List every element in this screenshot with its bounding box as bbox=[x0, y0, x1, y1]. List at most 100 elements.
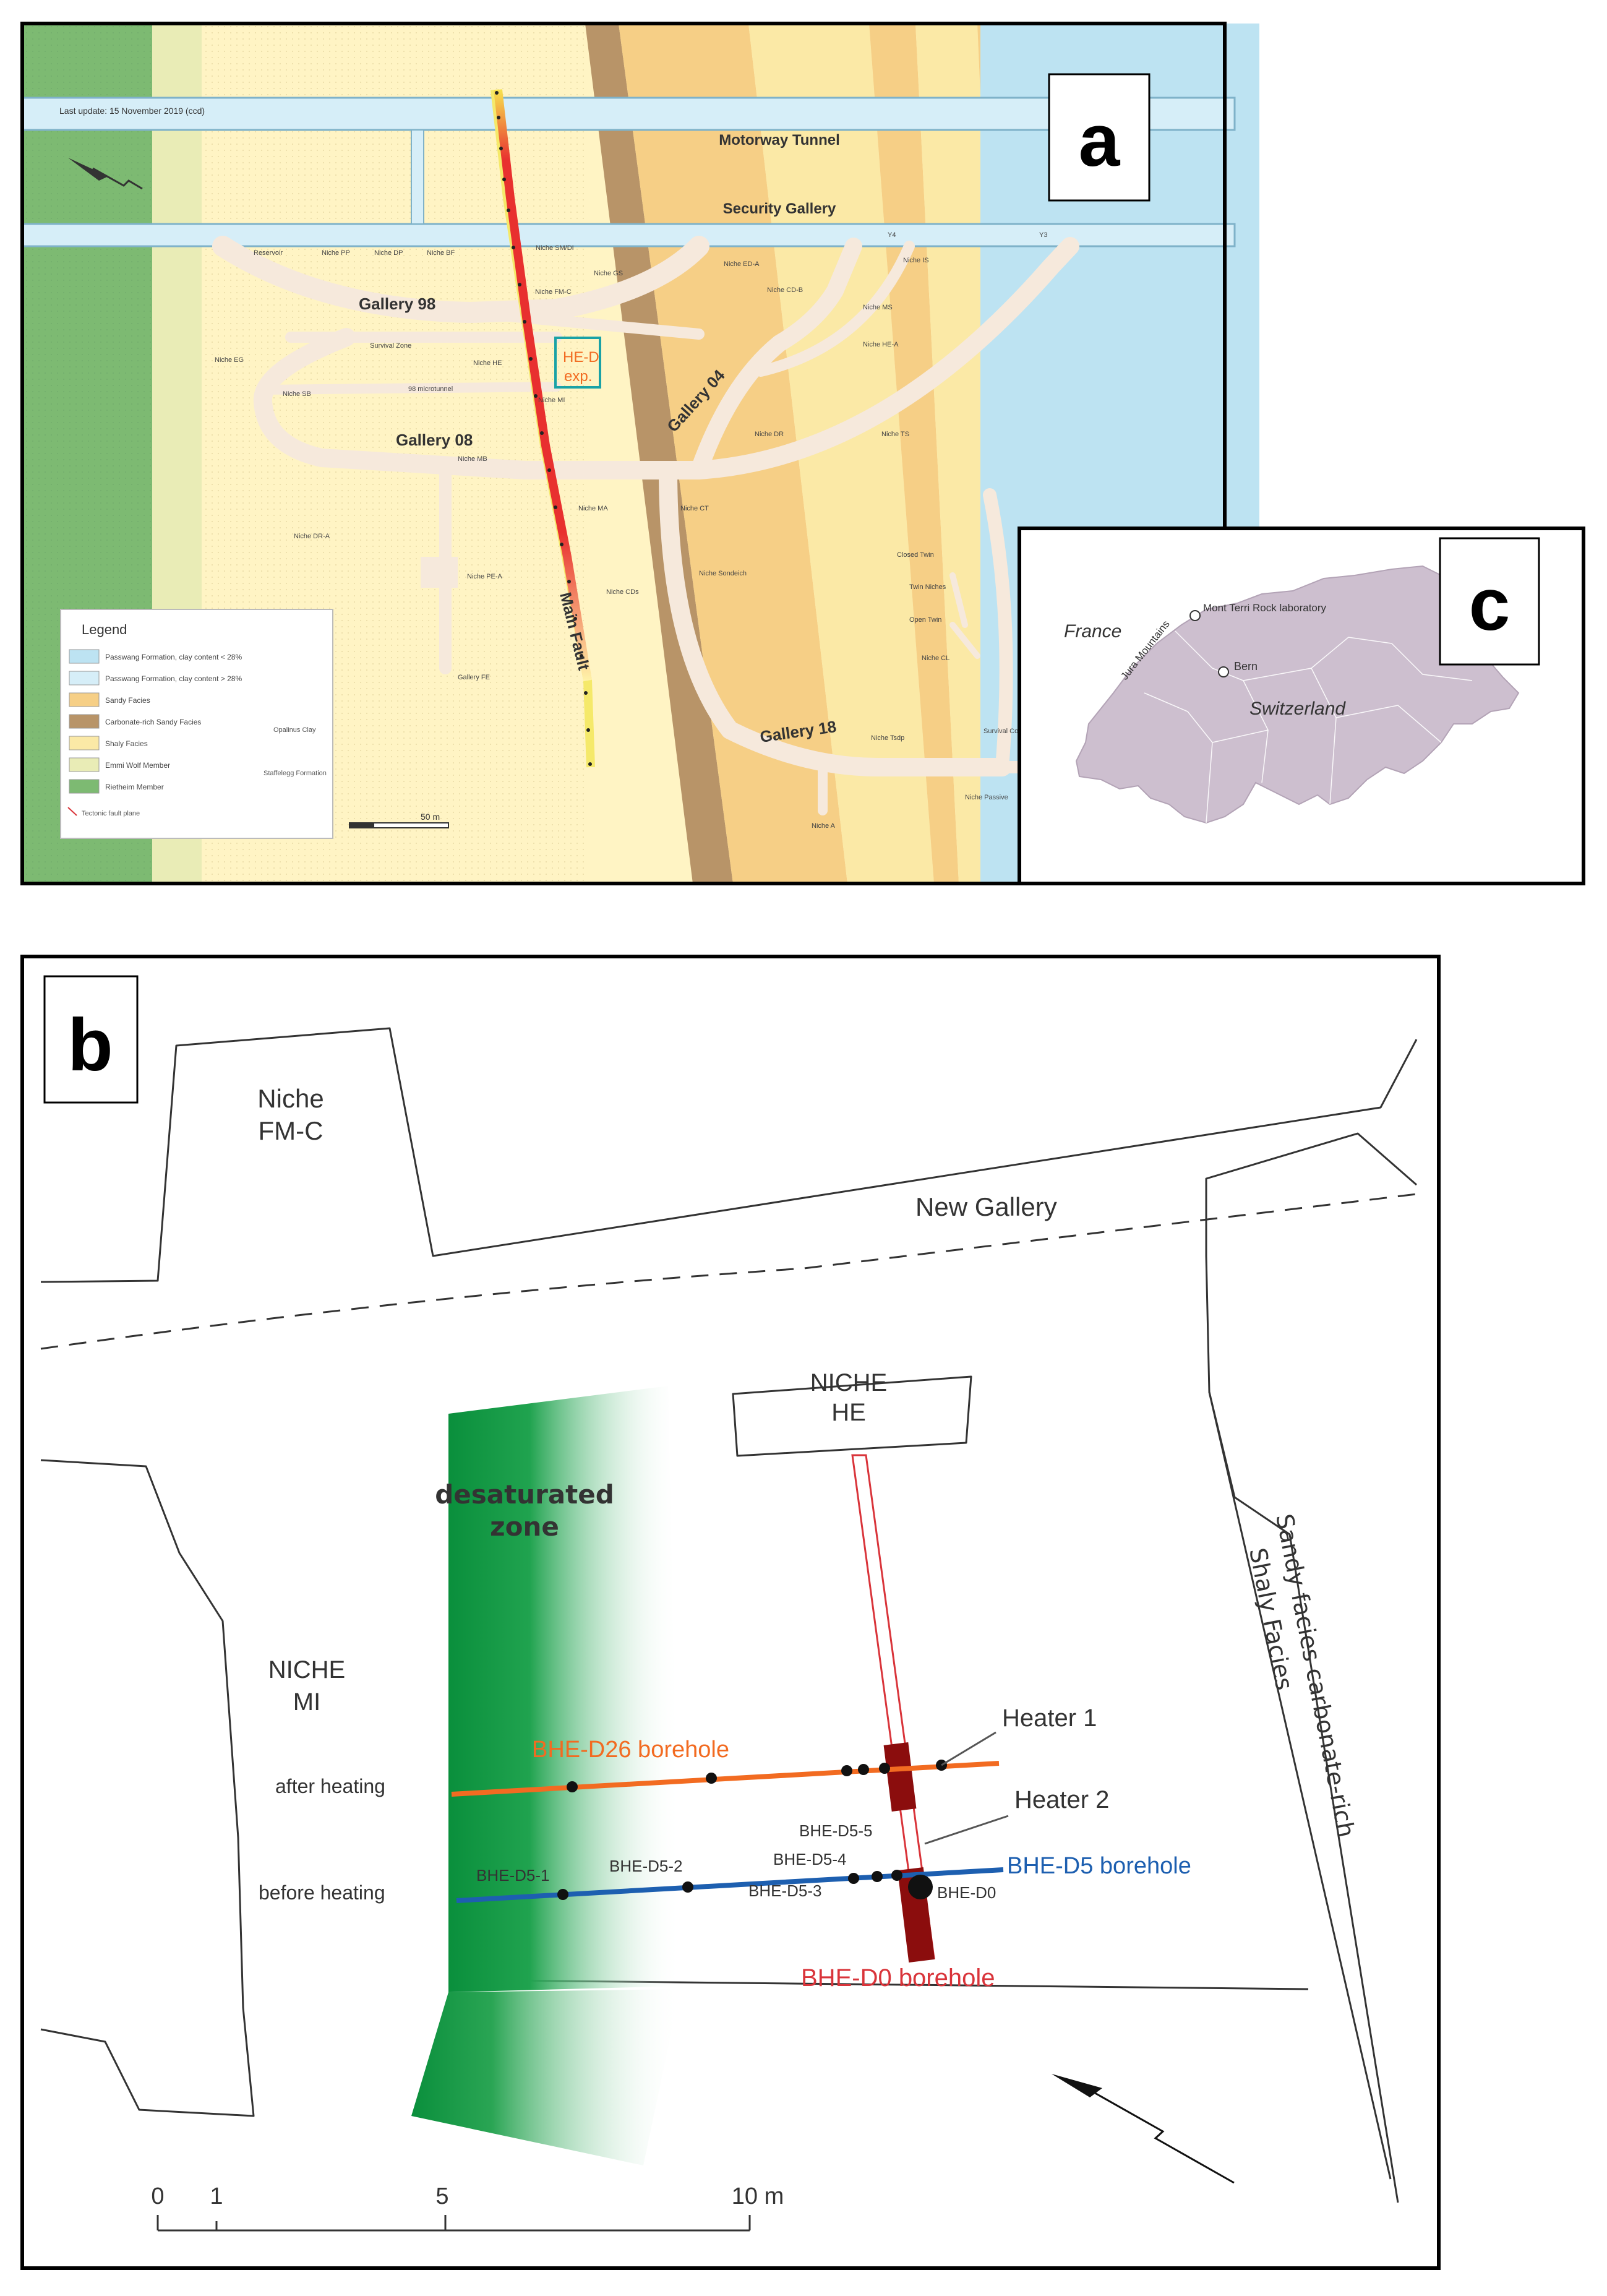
bhe-d5-3-label: BHE-D5-3 bbox=[748, 1881, 821, 1900]
legend-swatch-4 bbox=[69, 736, 100, 750]
desaturated-zone-lower bbox=[411, 1989, 680, 2165]
panel-b-frame bbox=[20, 955, 1441, 2270]
map-legend: Legend Passwang Formation, clay content … bbox=[60, 609, 333, 839]
svg-text:Niche IS: Niche IS bbox=[903, 257, 929, 264]
svg-text:Niche PE-A: Niche PE-A bbox=[467, 573, 503, 580]
svg-text:Niche PP: Niche PP bbox=[322, 249, 350, 257]
svg-text:Survival Zone: Survival Zone bbox=[370, 342, 411, 350]
svg-text:Niche BF: Niche BF bbox=[427, 249, 455, 257]
svg-text:Niche MI: Niche MI bbox=[538, 397, 565, 404]
svg-text:Niche CDs: Niche CDs bbox=[606, 588, 639, 596]
svg-text:Niche SM/DI: Niche SM/DI bbox=[536, 244, 574, 252]
gallery-network bbox=[212, 236, 1079, 815]
svg-text:Niche DP: Niche DP bbox=[374, 249, 403, 257]
north-arrow-b-icon bbox=[1052, 2074, 1235, 2184]
scale-label-a: 50 m bbox=[421, 812, 440, 822]
new-gallery-label: New Gallery bbox=[915, 1192, 1057, 1221]
heater-2-label: Heater 2 bbox=[1014, 1786, 1109, 1813]
niche-fmc-label-2: FM-C bbox=[259, 1116, 324, 1145]
main-fault bbox=[494, 89, 592, 682]
svg-text:Niche DR: Niche DR bbox=[755, 431, 784, 438]
legend-label-2: Sandy Facies bbox=[105, 696, 150, 705]
svg-text:Reservoir: Reservoir bbox=[254, 249, 283, 257]
bhe-d26-label: BHE-D26 borehole bbox=[532, 1737, 729, 1763]
niche-mi-label-1: NICHE bbox=[268, 1656, 345, 1683]
panel-b-letter-box bbox=[43, 975, 139, 1104]
svg-text:Closed Twin: Closed Twin bbox=[897, 551, 934, 559]
svg-text:Niche HE: Niche HE bbox=[473, 359, 502, 367]
legend-label-5: Emmi Wolf Member bbox=[105, 761, 170, 770]
legend-title: Legend bbox=[82, 622, 127, 637]
security-gallery bbox=[21, 223, 1236, 247]
svg-text:Niche HE-A: Niche HE-A bbox=[863, 341, 899, 348]
legend-fault-label: Tectonic fault plane bbox=[82, 810, 140, 817]
fault-ticks bbox=[495, 91, 592, 766]
legend-swatch-5 bbox=[69, 757, 100, 772]
panel-c-switzerland-map: Mont Terri Rock laboratory Bern France S… bbox=[1018, 527, 1585, 885]
he-d-label: HE-D bbox=[563, 349, 599, 366]
scale-tick-10: 10 m bbox=[732, 2183, 784, 2209]
desaturated-zone bbox=[448, 1386, 680, 1992]
svg-text:Niche EG: Niche EG bbox=[215, 356, 244, 364]
sensor-points bbox=[557, 1760, 947, 1900]
bhe-d5-2-label: BHE-D5-2 bbox=[609, 1857, 682, 1875]
north-arrow-a-icon bbox=[68, 158, 143, 190]
legend-label-4: Shaly Facies bbox=[105, 739, 148, 748]
panel-b-schematic: b bbox=[20, 955, 1441, 2270]
lab-label: Mont Terri Rock laboratory bbox=[1203, 602, 1327, 614]
svg-text:Niche MA: Niche MA bbox=[578, 505, 608, 512]
scale-tick-5: 5 bbox=[435, 2183, 448, 2209]
motorway-tunnel-label: Motorway Tunnel bbox=[719, 132, 840, 148]
niche-mi-label-2: MI bbox=[293, 1688, 320, 1716]
panel-a-letter: a bbox=[1079, 99, 1121, 182]
security-gallery-label: Security Gallery bbox=[723, 200, 836, 217]
svg-text:Twin Niches: Twin Niches bbox=[909, 583, 946, 591]
panel-c-letter-box bbox=[1439, 537, 1540, 666]
niche-he-label-1: NICHE bbox=[810, 1369, 887, 1396]
dashed-gallery-line bbox=[40, 1193, 1417, 1350]
lab-location-marker bbox=[1189, 610, 1201, 621]
niche-he-label-2: HE bbox=[831, 1399, 866, 1426]
svg-text:Niche DR-A: Niche DR-A bbox=[294, 533, 330, 540]
svg-text:Gallery FE: Gallery FE bbox=[458, 674, 490, 681]
bhe-d26-borehole bbox=[451, 1761, 1000, 1797]
legend-swatch-0 bbox=[69, 649, 100, 664]
svg-text:Niche TS: Niche TS bbox=[881, 431, 909, 438]
gallery-outlines bbox=[40, 1027, 1418, 2203]
legend-swatch-6 bbox=[69, 779, 100, 794]
svg-text:Niche ED-A: Niche ED-A bbox=[724, 260, 760, 268]
legend-label-1: Passwang Formation, clay content > 28% bbox=[105, 674, 242, 683]
after-heating-label: after heating bbox=[275, 1775, 385, 1797]
panel-c-letter: c bbox=[1469, 563, 1511, 646]
panel-a-frame bbox=[20, 22, 1227, 885]
scale-tick-0: 0 bbox=[151, 2183, 164, 2209]
legend-swatch-2 bbox=[69, 692, 100, 707]
svg-text:Niche CD-B: Niche CD-B bbox=[767, 286, 803, 294]
legend-label-6: Rietheim Member bbox=[105, 783, 164, 791]
svg-text:Y4: Y4 bbox=[888, 231, 896, 239]
svg-text:98 microtunnel: 98 microtunnel bbox=[408, 385, 453, 393]
legend-label-0: Passwang Formation, clay content < 28% bbox=[105, 653, 242, 661]
svg-text:Niche CT: Niche CT bbox=[680, 505, 709, 512]
svg-text:Niche MS: Niche MS bbox=[863, 304, 893, 311]
exp-label: exp. bbox=[564, 368, 592, 385]
scale-bar-b: 0 1 5 10 m bbox=[151, 2183, 784, 2232]
he-d-experiment-box bbox=[554, 337, 601, 389]
last-update-label: Last update: 15 November 2019 (ccd) bbox=[59, 106, 205, 116]
panel-a-letter-box bbox=[1048, 73, 1151, 202]
bhe-d5-1-label: BHE-D5-1 bbox=[476, 1866, 549, 1885]
zone-label: zone bbox=[490, 1511, 559, 1542]
svg-text:Niche Tsdp: Niche Tsdp bbox=[871, 734, 904, 742]
bern-label: Bern bbox=[1234, 660, 1258, 673]
svg-text:Niche MB: Niche MB bbox=[458, 455, 487, 463]
bhe-d0-point-label: BHE-D0 bbox=[937, 1883, 996, 1902]
scale-bar-a: 50 m bbox=[349, 812, 449, 828]
gallery-98-label: Gallery 98 bbox=[359, 295, 435, 313]
fault-legend-symbol bbox=[67, 807, 77, 816]
gallery-08-label: Gallery 08 bbox=[396, 431, 473, 449]
svg-text:Y3: Y3 bbox=[1039, 231, 1047, 239]
panel-b-letter: b bbox=[67, 1004, 113, 1086]
legend-group-staffelegg: Staffelegg Formation bbox=[264, 770, 327, 777]
france-label: France bbox=[1064, 621, 1121, 642]
